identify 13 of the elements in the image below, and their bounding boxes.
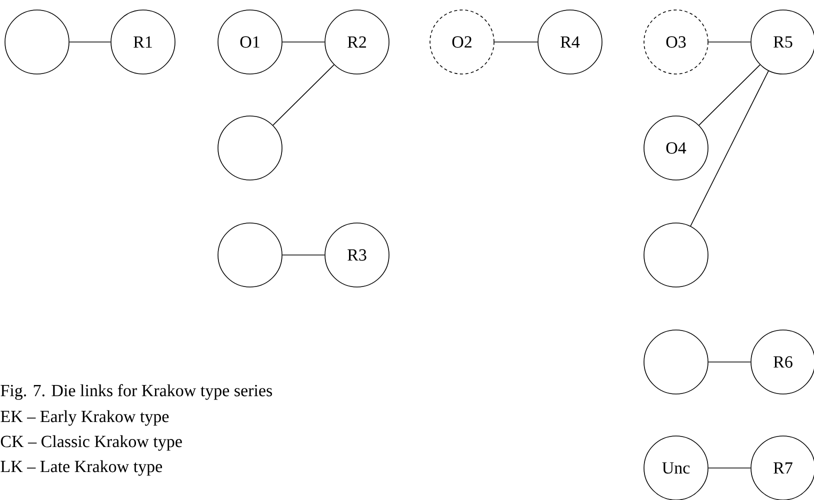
empty-circle	[218, 222, 282, 288]
connector-line	[282, 254, 325, 256]
empty-circle	[4, 10, 70, 74]
caption: Fig. 7. Die links for Krakow type series	[0, 384, 272, 400]
empty-circle	[218, 116, 282, 180]
connector-line	[698, 64, 760, 126]
connector-line	[272, 64, 334, 126]
empty-circle	[644, 222, 708, 288]
legend-text: EK – Early Krakow type	[0, 410, 169, 426]
legend-text: CK – Classic Krakow type	[0, 435, 182, 451]
connector-line	[690, 70, 769, 226]
empty-circle	[644, 330, 708, 394]
legend-text: LK – Late Krakow type	[0, 460, 162, 476]
